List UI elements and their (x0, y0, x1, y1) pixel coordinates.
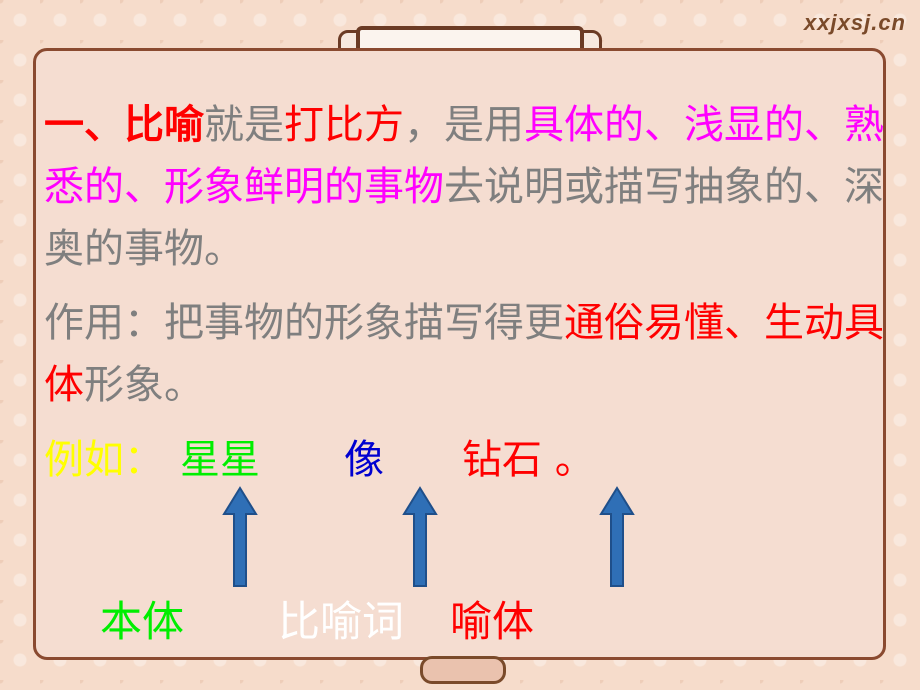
function-suffix: 形象。 (84, 362, 204, 408)
function-prefix: 作用：把事物的形象描写得更 (44, 300, 564, 346)
text-using: ，是用 (404, 102, 524, 148)
text-concrete-things: 具体的、浅显的、熟悉的、形象鲜明的事物 (44, 102, 884, 210)
arrow-up-icon (599, 486, 635, 587)
example-prefix: 例如： (44, 437, 164, 483)
content-panel (33, 48, 886, 660)
arrow-up-icon (402, 486, 438, 587)
site-logo: xxjxsj.cn (804, 10, 906, 35)
example-vehicle: 钻石 。 (462, 437, 595, 483)
bottom-ornament (420, 656, 506, 684)
heading-number: 一、 (44, 102, 124, 148)
example-marker: 像 (344, 437, 384, 483)
label-vehicle: 喻体 (450, 597, 535, 646)
text-is: 就是 (204, 102, 284, 148)
example-line: 例如： 星星 像 钻石 。 (44, 429, 894, 491)
function-paragraph: 作用：把事物的形象描写得更通俗易懂、生动具体形象。 (44, 292, 894, 416)
term-metaphor: 比喻 (124, 102, 204, 148)
example-tenor: 星星 (180, 437, 260, 483)
text-analogy: 打比方 (284, 102, 404, 148)
text-explain-abstract: 去说明或描写抽象的、深奥的事物。 (44, 164, 884, 272)
function-highlight: 通俗易懂、生动具体 (44, 300, 884, 408)
label-tenor: 本体 (100, 597, 185, 646)
definition-paragraph: 一、比喻就是打比方，是用具体的、浅显的、熟悉的、形象鲜明的事物去说明或描写抽象的… (44, 94, 894, 280)
arrow-up-icon (222, 486, 258, 587)
label-marker: 比喻词 (278, 597, 405, 646)
